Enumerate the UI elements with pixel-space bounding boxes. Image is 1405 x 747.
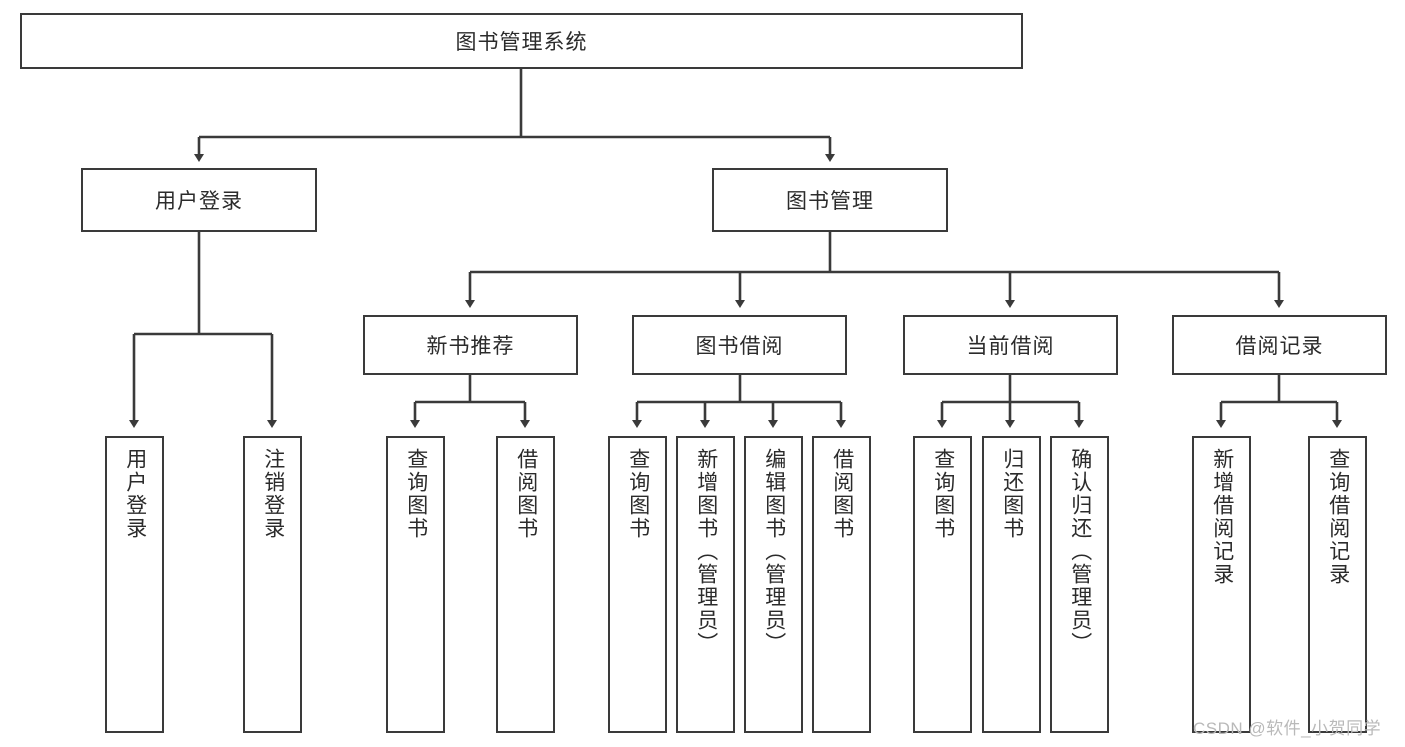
- node-new-book-rec[interactable]: 新书推荐: [363, 315, 578, 375]
- node-user-login[interactable]: 用户登录: [81, 168, 317, 232]
- leaf-logout-login[interactable]: 注销登录: [243, 436, 302, 733]
- leaf-user-login[interactable]: 用户登录: [105, 436, 164, 733]
- leaf-confirm-return[interactable]: 确认归还（管理员）: [1050, 436, 1109, 733]
- leaf-add-book[interactable]: 新增图书（管理员）: [676, 436, 735, 733]
- node-borrow-record[interactable]: 借阅记录: [1172, 315, 1387, 375]
- leaf-query-book-2[interactable]: 查询图书: [608, 436, 667, 733]
- node-book-borrow[interactable]: 图书借阅: [632, 315, 847, 375]
- csdn-watermark: CSDN @软件_小贺同学: [1193, 719, 1382, 738]
- node-book-manage[interactable]: 图书管理: [712, 168, 948, 232]
- leaf-borrow-book-1[interactable]: 借阅图书: [496, 436, 555, 733]
- leaf-query-record[interactable]: 查询借阅记录: [1308, 436, 1367, 733]
- leaf-query-book-3[interactable]: 查询图书: [913, 436, 972, 733]
- leaf-return-book[interactable]: 归还图书: [982, 436, 1041, 733]
- leaf-borrow-book-2[interactable]: 借阅图书: [812, 436, 871, 733]
- leaf-query-book-1[interactable]: 查询图书: [386, 436, 445, 733]
- node-current-borrow[interactable]: 当前借阅: [903, 315, 1118, 375]
- leaf-edit-book[interactable]: 编辑图书（管理员）: [744, 436, 803, 733]
- leaf-add-record[interactable]: 新增借阅记录: [1192, 436, 1251, 733]
- node-root[interactable]: 图书管理系统: [20, 13, 1023, 69]
